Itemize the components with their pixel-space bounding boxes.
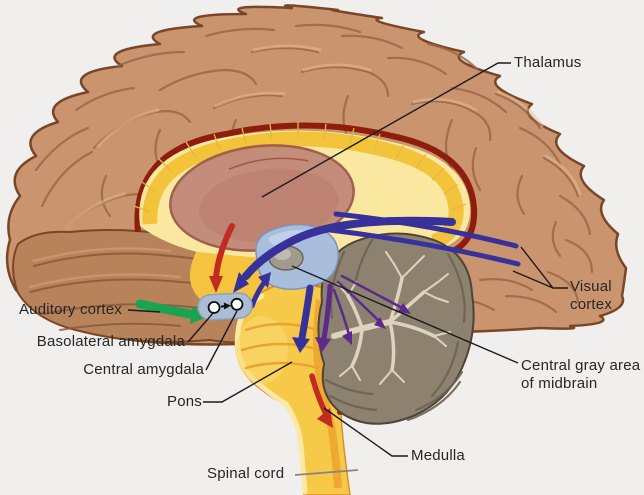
callosum-gold-band xyxy=(142,131,464,249)
basolateral-amygdala-leader-line xyxy=(187,311,215,343)
medulla-leader-line xyxy=(323,407,408,457)
visual-cortex-label: Visual cortex xyxy=(570,278,613,313)
thalamus-label: Thalamus xyxy=(514,54,582,71)
callosum-radiating-lines xyxy=(133,122,467,213)
pons-leader-line xyxy=(203,361,293,403)
basolateral-amygdala-label: Basolateral amygdala xyxy=(36,333,185,350)
cortex-to-amygdala-arrow xyxy=(242,216,456,280)
amygdala-internal-arrowhead xyxy=(223,302,231,310)
pons-label: Pons xyxy=(167,393,202,410)
amygdala-marker xyxy=(197,292,253,321)
thalamus-inner-shade xyxy=(199,168,339,242)
thalamus-leader-line xyxy=(261,62,511,198)
central-gray-leader-line xyxy=(291,265,519,364)
temporal-gyri-highlights xyxy=(28,247,182,289)
midbrain-to-pons-arrowhead xyxy=(292,337,310,353)
cerebellum-folia-arcs xyxy=(324,238,466,422)
medulla-descending-red-arrow xyxy=(309,373,329,417)
brainstem-left-highlight xyxy=(234,293,308,495)
midbrain-to-pons-arrow xyxy=(298,284,314,342)
spinal-cord-label: Spinal cord xyxy=(207,465,285,482)
cortex-to-amygdala-arrowhead xyxy=(233,272,249,293)
medulla-label: Medulla xyxy=(411,447,465,464)
cerebellum xyxy=(317,232,475,425)
spinal-cord-leader-line xyxy=(294,469,359,476)
callosum-red-band xyxy=(134,122,478,257)
medulla-descending-red-arrowhead xyxy=(317,408,333,428)
central-amygdala-label: Central amygdala xyxy=(83,361,204,378)
auditory-cortex-label: Auditory cortex xyxy=(18,301,122,318)
basolateral-amygdala-node xyxy=(207,301,221,314)
central-gray-label: Central gray area of midbrain xyxy=(521,357,641,392)
pathway-arrows xyxy=(135,211,521,428)
thalamus-to-amygdala-red-arrow xyxy=(213,223,235,281)
amygdala-to-midbrain-arrowhead xyxy=(258,272,271,288)
auditory-to-amygdala-green-arrow xyxy=(135,299,195,319)
leader-lines xyxy=(127,62,568,476)
central-amygdala-node xyxy=(230,297,244,311)
pons-transverse-fibers xyxy=(240,322,322,370)
gyri-highlights xyxy=(58,44,582,238)
purple-descending-arrows xyxy=(315,274,411,352)
central-amygdala-leader-line xyxy=(205,310,238,371)
visual-cortex-leader-line xyxy=(512,246,568,289)
thalamus-to-amygdala-red-arrowhead xyxy=(209,276,223,293)
gyri-sulci-lines xyxy=(34,23,594,314)
thalamus-to-visual-cortex-arrows xyxy=(327,211,521,267)
auditory-to-amygdala-green-arrowhead xyxy=(190,306,207,324)
arbor-vitae xyxy=(331,251,451,385)
auditory-cortex-leader-line xyxy=(127,309,161,313)
